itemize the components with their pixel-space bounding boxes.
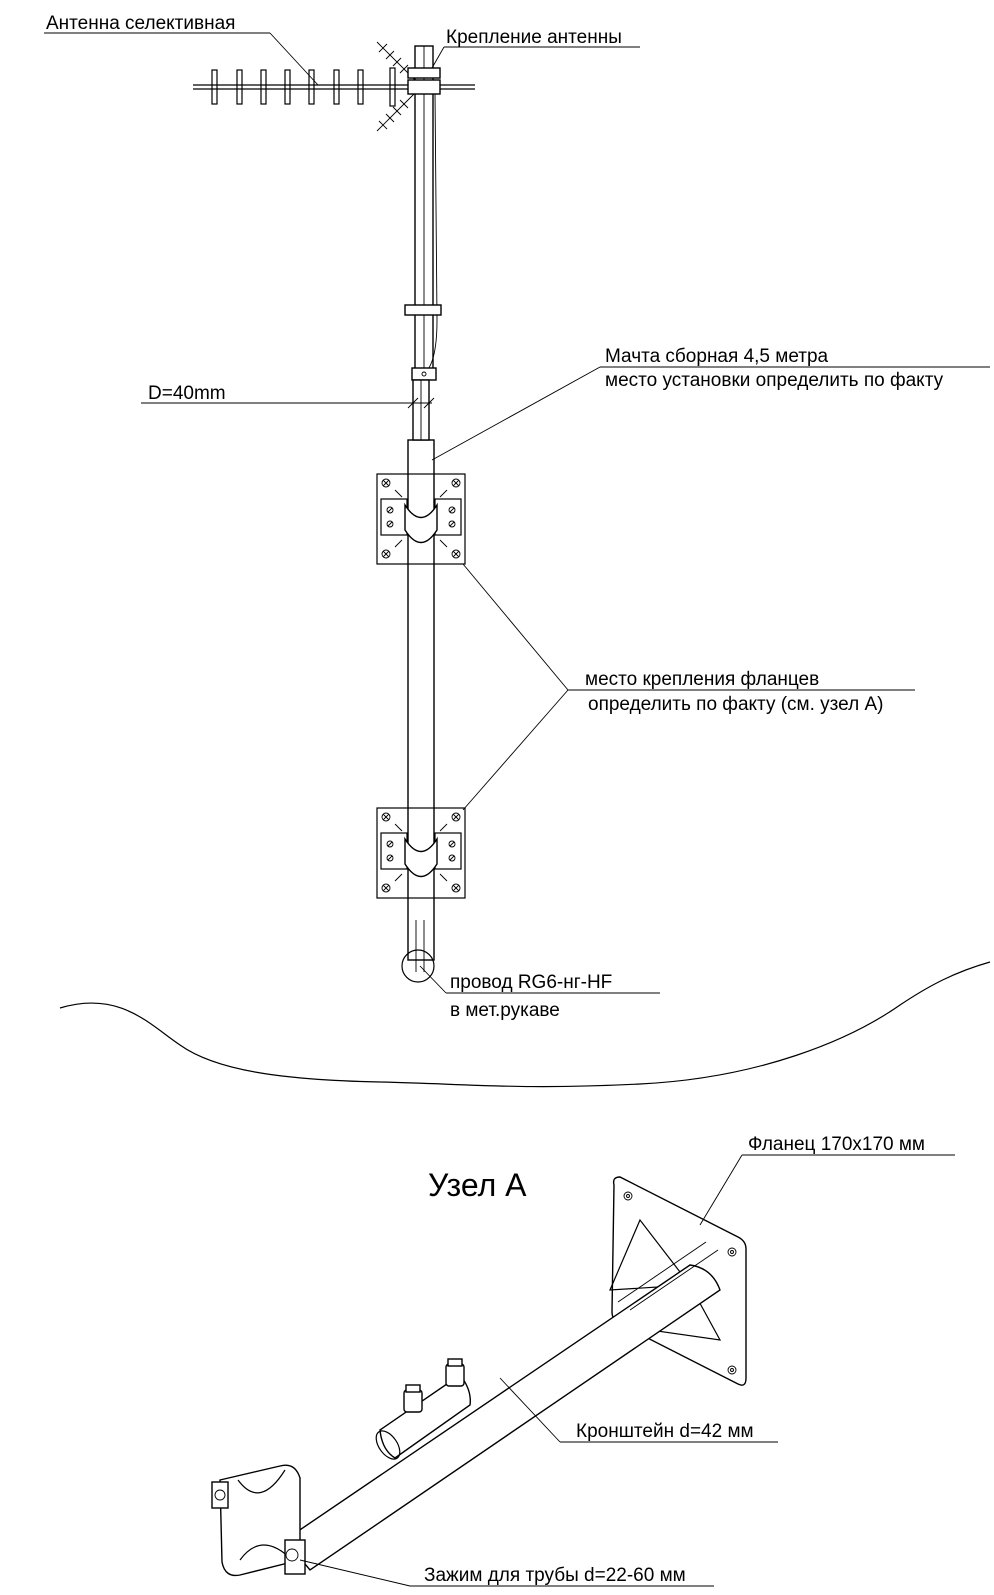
cable-label-line2: в мет.рукаве <box>450 1000 560 1021</box>
leaders-top <box>44 32 990 994</box>
mast-label-line1: Мачта сборная 4,5 метра <box>605 346 829 367</box>
diameter-label: D=40mm <box>148 383 226 404</box>
leaders-node-a <box>299 1154 955 1587</box>
upper-flange <box>376 473 466 565</box>
flange-place-label-line1: место крепления фланцев <box>585 669 819 690</box>
flange-place-label-line2: определить по факту (см. узел А) <box>588 694 883 715</box>
flange-label: Фланец 170х170 мм <box>748 1134 925 1155</box>
cable-label-line1: провод RG6-нг-HF <box>450 972 612 993</box>
node-a-title: Узел А <box>428 1167 527 1203</box>
mast-label-line2: место установки определить по факту <box>605 370 944 391</box>
antenna-mount-label: Крепление антенны <box>446 27 622 48</box>
lower-flange <box>376 807 466 899</box>
antenna-label: Антенна селективная <box>46 13 235 34</box>
bracket-label: Кронштейн d=42 мм <box>576 1421 754 1442</box>
clamp-label: Зажим для трубы d=22-60 мм <box>424 1565 686 1586</box>
break-line <box>59 961 991 1088</box>
node-a-bracket-assembly <box>211 1176 747 1577</box>
